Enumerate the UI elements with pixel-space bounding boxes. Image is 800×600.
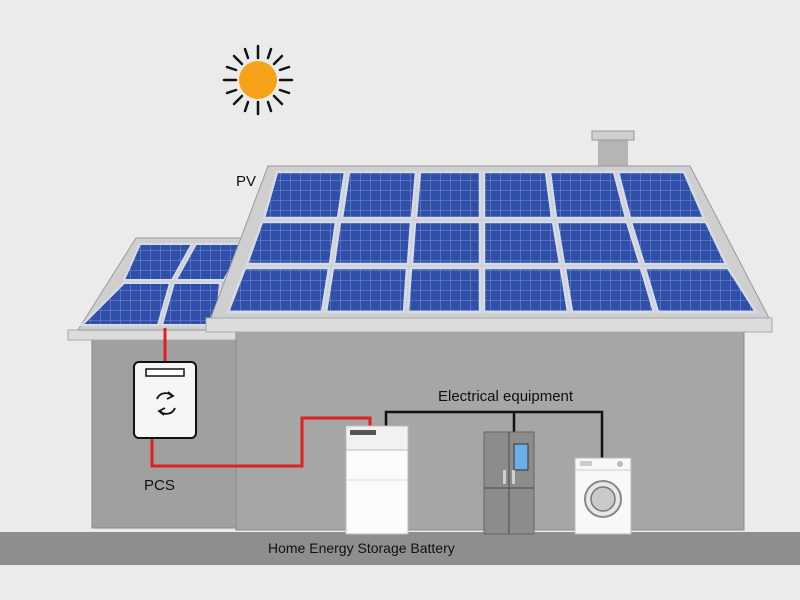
washing-machine	[574, 457, 632, 535]
electrical-equipment-label: Electrical equipment	[438, 388, 574, 405]
pv-label: PV	[236, 173, 257, 190]
refrigerator	[483, 431, 535, 535]
dc-wiring	[150, 328, 372, 468]
refresh-cycle-icon	[156, 391, 176, 416]
battery-label: Home Energy Storage Battery	[268, 540, 455, 556]
main-solar-panels	[226, 170, 759, 314]
home-storage-battery	[345, 425, 409, 535]
pcs-label: PCS	[144, 477, 175, 494]
annex-solar-panels	[79, 243, 246, 326]
ground	[0, 532, 800, 565]
main-roof-trim	[205, 317, 773, 333]
chimney	[591, 130, 635, 166]
ac-wiring	[384, 410, 604, 458]
sun-icon	[222, 44, 294, 116]
pcs-unit	[133, 361, 197, 439]
